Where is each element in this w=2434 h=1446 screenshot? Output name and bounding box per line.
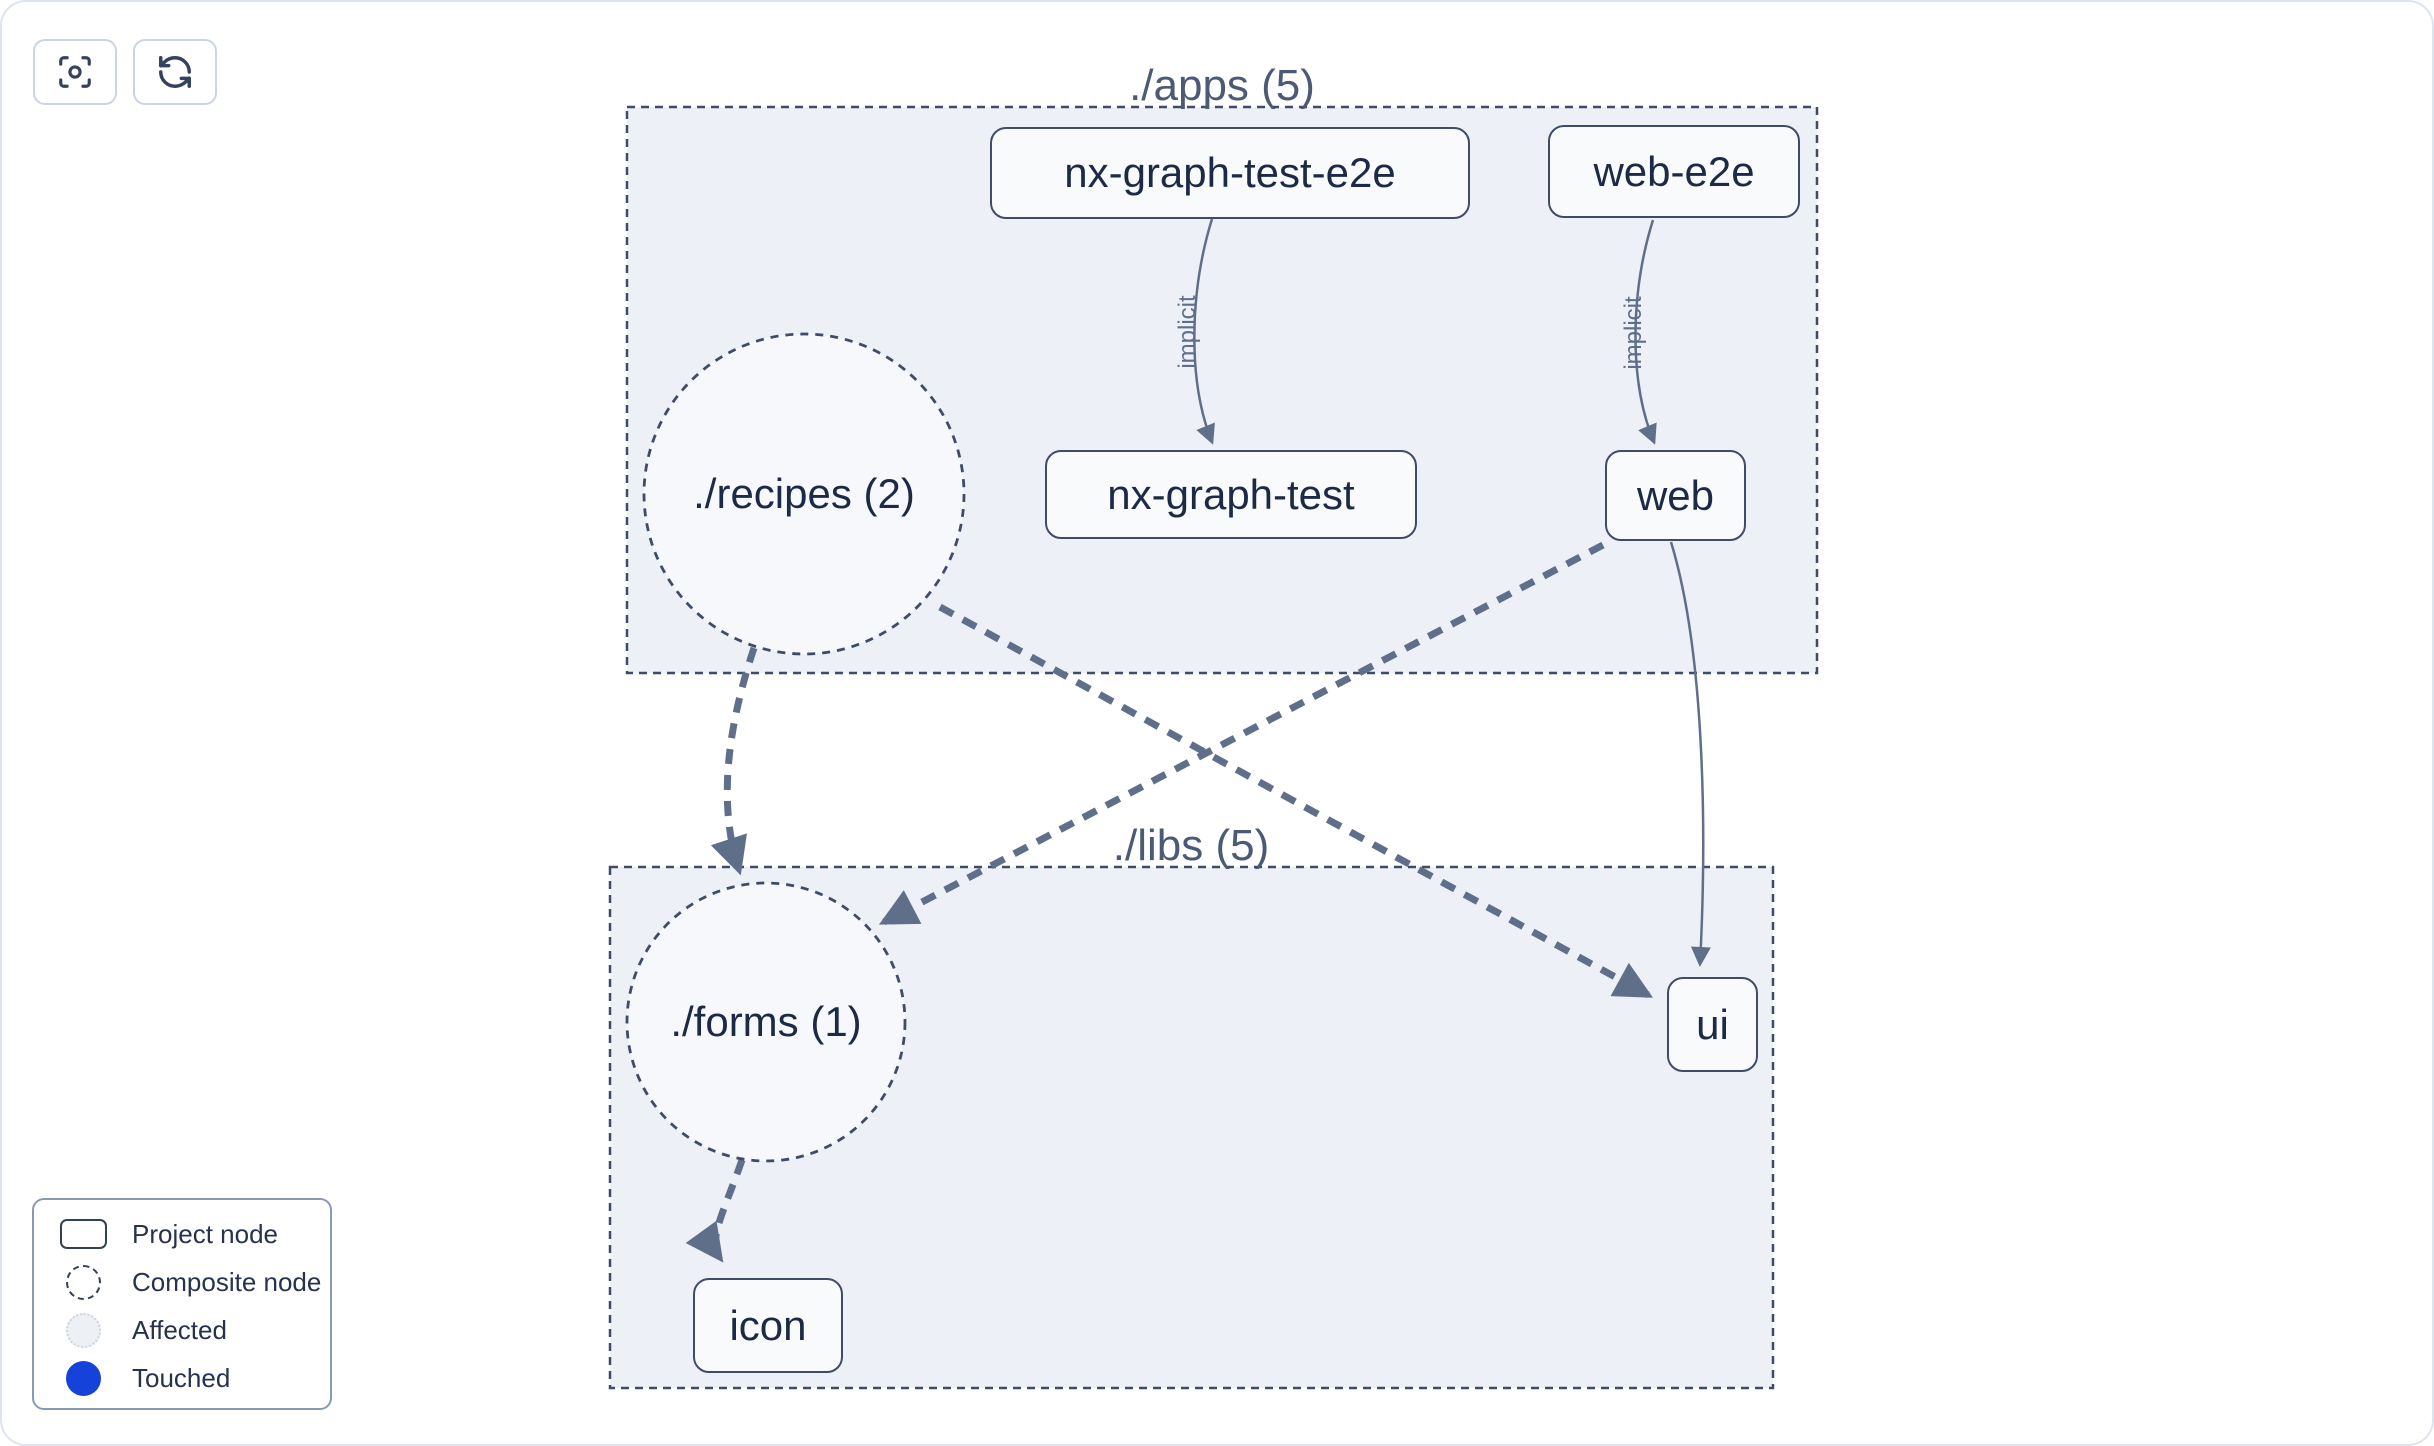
edge-label-implicit-1: implicit (1174, 295, 1201, 369)
node-nx-graph-test-e2e[interactable]: nx-graph-test-e2e (990, 127, 1470, 219)
node-ui[interactable]: ui (1667, 977, 1758, 1072)
composite-node-recipes[interactable] (642, 332, 966, 656)
center-graph-button[interactable] (33, 39, 117, 105)
legend-label: Composite node (132, 1266, 322, 1297)
composite-label-recipes[interactable]: ./recipes (2) (693, 470, 915, 517)
legend-label: Affected (132, 1314, 227, 1345)
legend-item-composite-node: Composite node (34, 1258, 330, 1306)
composite-node-swatch (65, 1264, 101, 1300)
node-label: web-e2e (1593, 147, 1755, 195)
composite-node-forms[interactable] (625, 881, 907, 1163)
legend: Project node Composite node Affected Tou… (32, 1198, 332, 1410)
legend-label: Touched (132, 1362, 231, 1393)
node-icon[interactable]: icon (693, 1278, 843, 1373)
project-node-swatch (59, 1219, 107, 1249)
refresh-graph-button[interactable] (133, 39, 217, 105)
composite-label-forms[interactable]: ./forms (1) (670, 998, 862, 1045)
node-label: icon (729, 1301, 807, 1349)
legend-item-project-node: Project node (34, 1210, 330, 1258)
edge-recipes-to-forms (710, 646, 758, 876)
group-title-libs: ./libs (5) (1112, 821, 1270, 870)
edge-nx-graph-test-e2e-to-nx-graph-test (1193, 218, 1215, 445)
node-nx-graph-test[interactable]: nx-graph-test (1045, 450, 1417, 539)
legend-item-touched: Touched (34, 1354, 330, 1402)
edge-forms-to-icon (685, 1158, 746, 1263)
node-label: web (1636, 471, 1715, 519)
group-title-apps: ./apps (5) (1129, 61, 1315, 110)
edge-recipes-to-ui (938, 603, 1653, 999)
touched-swatch (65, 1360, 101, 1396)
node-label: ui (1696, 1000, 1729, 1048)
edge-web-to-ui (1669, 541, 1711, 967)
legend-item-affected: Affected (34, 1306, 330, 1354)
edge-label-implicit-2: implicit (1620, 296, 1647, 370)
node-label: nx-graph-test-e2e (1064, 149, 1396, 196)
refresh-icon (156, 53, 194, 91)
legend-label: Project node (132, 1218, 278, 1249)
edge-web-e2e-to-web (1634, 219, 1657, 445)
affected-swatch (65, 1312, 101, 1348)
node-web[interactable]: web (1605, 450, 1746, 541)
edge-web-to-forms (878, 541, 1605, 926)
node-web-e2e[interactable]: web-e2e (1548, 125, 1800, 218)
node-label: nx-graph-test (1107, 470, 1355, 518)
focus-icon (56, 53, 94, 91)
